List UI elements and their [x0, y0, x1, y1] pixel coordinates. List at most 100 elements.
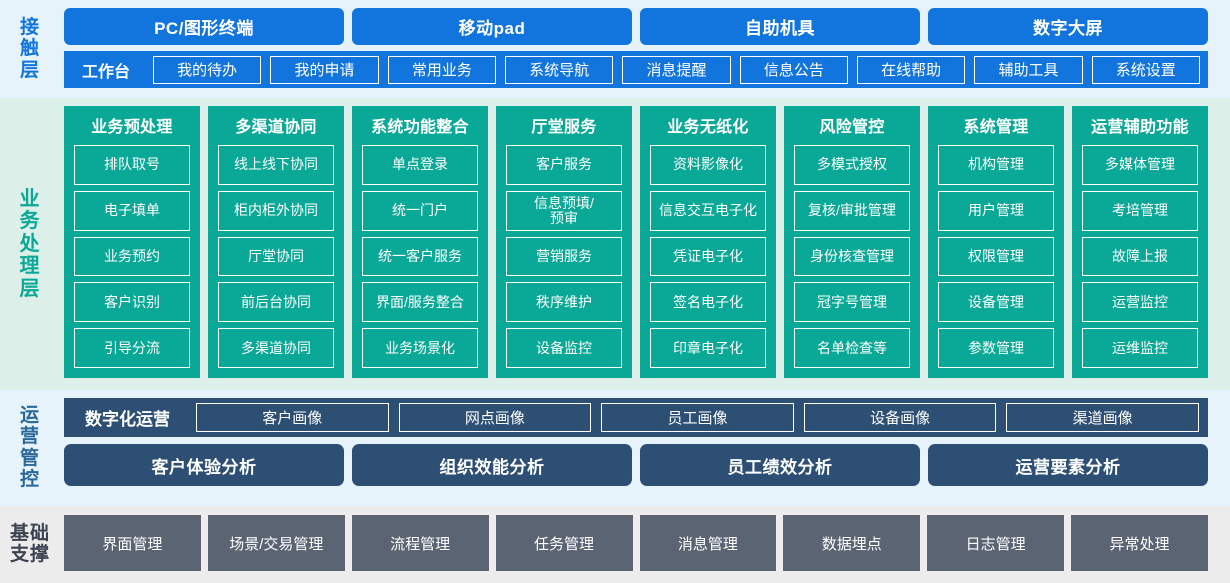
- business-column-title: 风险管控: [819, 119, 885, 136]
- portrait-item-employee[interactable]: 员工画像: [601, 403, 794, 432]
- business-column-title: 运营辅助功能: [1091, 119, 1189, 136]
- contact-layer-label-text: 接触层: [19, 17, 40, 81]
- foundation-item-log-management[interactable]: 日志管理: [927, 515, 1065, 571]
- business-column-title: 业务无纸化: [667, 119, 749, 136]
- foundation-item-scene-transaction-management[interactable]: 场景/交易管理: [207, 515, 345, 571]
- business-column-title: 业务预处理: [91, 119, 173, 136]
- contact-layer: 接触层 PC/图形终端 移动pad 自助机具 数字大屏 工作台 我的待办 我的申…: [0, 0, 1230, 98]
- business-column-system-integration: 系统功能整合 单点登录 统一门户 统一客户服务 界面/服务整合 业务场景化: [352, 106, 488, 378]
- business-item[interactable]: 故障上报: [1082, 236, 1198, 277]
- foundation-item-task-management[interactable]: 任务管理: [495, 515, 633, 571]
- workbench-item-my-todo[interactable]: 我的待办: [153, 55, 262, 84]
- business-item[interactable]: 秩序维护: [506, 282, 622, 323]
- operations-analysis-row: 客户体验分析 组织效能分析 员工绩效分析 运营要素分析: [64, 444, 1208, 486]
- analysis-customer-experience[interactable]: 客户体验分析: [64, 444, 344, 486]
- contact-layer-label: 接触层: [0, 0, 60, 98]
- business-item[interactable]: 运维监控: [1082, 328, 1198, 368]
- business-column-risk-control: 风险管控 多模式授权 复核/审批管理 身份核查管理 冠字号管理 名单检查等: [784, 106, 920, 378]
- workbench-item-auxiliary-tools[interactable]: 辅助工具: [974, 55, 1083, 84]
- business-item[interactable]: 电子填单: [74, 190, 190, 231]
- business-item[interactable]: 印章电子化: [650, 328, 766, 368]
- foundation-item-process-management[interactable]: 流程管理: [351, 515, 489, 571]
- business-layer-label: 业务处理层: [0, 98, 60, 390]
- business-item[interactable]: 信息交互电子化: [650, 190, 766, 231]
- foundation-item-message-management[interactable]: 消息管理: [639, 515, 777, 571]
- foundation-layer: 基础支撑 界面管理 场景/交易管理 流程管理 任务管理 消息管理 数据埋点 日志…: [0, 505, 1230, 583]
- business-item[interactable]: 资料影像化: [650, 145, 766, 185]
- business-item[interactable]: 运营监控: [1082, 282, 1198, 323]
- business-item[interactable]: 多渠道协同: [218, 328, 334, 368]
- channel-self-service-machine[interactable]: 自助机具: [640, 8, 920, 45]
- business-item[interactable]: 机构管理: [938, 145, 1054, 185]
- business-item[interactable]: 用户管理: [938, 190, 1054, 231]
- business-item[interactable]: 营销服务: [506, 236, 622, 277]
- workbench-item-system-settings[interactable]: 系统设置: [1091, 55, 1200, 84]
- foundation-item-data-tracking[interactable]: 数据埋点: [783, 515, 921, 571]
- business-item[interactable]: 设备监控: [506, 328, 622, 368]
- business-item[interactable]: 线上线下协同: [218, 145, 334, 185]
- foundation-layer-body: 界面管理 场景/交易管理 流程管理 任务管理 消息管理 数据埋点 日志管理 异常…: [60, 505, 1230, 583]
- workbench-item-system-navigation[interactable]: 系统导航: [505, 55, 614, 84]
- portrait-item-device[interactable]: 设备画像: [803, 403, 997, 432]
- analysis-organizational-effectiveness[interactable]: 组织效能分析: [352, 444, 632, 486]
- business-item[interactable]: 单点登录: [362, 145, 478, 185]
- channel-pc[interactable]: PC/图形终端: [64, 8, 344, 45]
- workbench-title: 工作台: [82, 63, 131, 81]
- foundation-layer-label: 基础支撑: [0, 505, 60, 583]
- business-item[interactable]: 身份核查管理: [794, 236, 910, 277]
- workbench-item-common-business[interactable]: 常用业务: [387, 55, 496, 84]
- business-item[interactable]: 业务预约: [74, 236, 190, 277]
- business-item[interactable]: 签名电子化: [650, 282, 766, 323]
- operations-layer-label-text: 运营管控: [19, 404, 40, 490]
- business-item[interactable]: 多模式授权: [794, 145, 910, 185]
- business-item[interactable]: 客户识别: [74, 282, 190, 323]
- business-column-title: 厅堂服务: [531, 119, 597, 136]
- business-item[interactable]: 柜内柜外协同: [218, 190, 334, 231]
- operations-layer: 运营管控 数字化运营 客户画像 网点画像 员工画像 设备画像 渠道画像 客户体验…: [0, 390, 1230, 505]
- business-item[interactable]: 客户服务: [506, 145, 622, 185]
- business-item[interactable]: 权限管理: [938, 236, 1054, 277]
- business-item[interactable]: 厅堂协同: [218, 236, 334, 277]
- foundation-item-ui-management[interactable]: 界面管理: [64, 515, 201, 571]
- business-item[interactable]: 冠字号管理: [794, 282, 910, 323]
- business-column-lobby-service: 厅堂服务 客户服务 信息预填/ 预审 营销服务 秩序维护 设备监控: [496, 106, 632, 378]
- portrait-item-customer[interactable]: 客户画像: [196, 403, 389, 432]
- workbench-item-my-application[interactable]: 我的申请: [270, 55, 379, 84]
- business-item[interactable]: 排队取号: [74, 145, 190, 185]
- business-item[interactable]: 统一客户服务: [362, 236, 478, 277]
- workbench-item-online-help[interactable]: 在线帮助: [856, 55, 966, 84]
- channel-row: PC/图形终端 移动pad 自助机具 数字大屏: [64, 8, 1208, 45]
- business-item[interactable]: 名单检查等: [794, 328, 910, 368]
- operations-layer-body: 数字化运营 客户画像 网点画像 员工画像 设备画像 渠道画像 客户体验分析 组织…: [60, 390, 1230, 505]
- business-item[interactable]: 设备管理: [938, 282, 1054, 323]
- operations-layer-label: 运营管控: [0, 390, 60, 505]
- business-column-title: 系统管理: [963, 119, 1029, 136]
- workbench-item-message-reminder[interactable]: 消息提醒: [622, 55, 731, 84]
- business-item[interactable]: 界面/服务整合: [362, 282, 478, 323]
- foundation-layer-label-text: 基础支撑: [9, 522, 50, 565]
- business-item[interactable]: 业务场景化: [362, 328, 478, 368]
- business-item[interactable]: 信息预填/ 预审: [506, 190, 622, 231]
- business-item[interactable]: 考培管理: [1082, 190, 1198, 231]
- business-item[interactable]: 统一门户: [362, 190, 478, 231]
- business-item[interactable]: 凭证电子化: [650, 236, 766, 277]
- business-column-title: 系统功能整合: [371, 119, 469, 136]
- business-layer-body: 业务预处理 排队取号 电子填单 业务预约 客户识别 引导分流 多渠道协同 线上线…: [60, 98, 1230, 390]
- business-item[interactable]: 参数管理: [938, 328, 1054, 368]
- workbench-item-information-announcement[interactable]: 信息公告: [739, 55, 848, 84]
- business-column-preprocessing: 业务预处理 排队取号 电子填单 业务预约 客户识别 引导分流: [64, 106, 200, 378]
- foundation-item-exception-handling[interactable]: 异常处理: [1071, 515, 1208, 571]
- business-item[interactable]: 多媒体管理: [1082, 145, 1198, 185]
- business-item[interactable]: 引导分流: [74, 328, 190, 368]
- portrait-item-channel[interactable]: 渠道画像: [1006, 403, 1199, 432]
- channel-digital-screen[interactable]: 数字大屏: [928, 8, 1208, 45]
- business-item[interactable]: 复核/审批管理: [794, 190, 910, 231]
- analysis-employee-performance[interactable]: 员工绩效分析: [640, 444, 920, 486]
- digital-operations-bar: 数字化运营 客户画像 网点画像 员工画像 设备画像 渠道画像: [64, 398, 1208, 437]
- analysis-operation-elements[interactable]: 运营要素分析: [928, 444, 1208, 486]
- business-column-title: 多渠道协同: [235, 119, 317, 136]
- business-item[interactable]: 前后台协同: [218, 282, 334, 323]
- channel-mobile-pad[interactable]: 移动pad: [352, 8, 632, 45]
- portrait-item-branch[interactable]: 网点画像: [398, 403, 592, 432]
